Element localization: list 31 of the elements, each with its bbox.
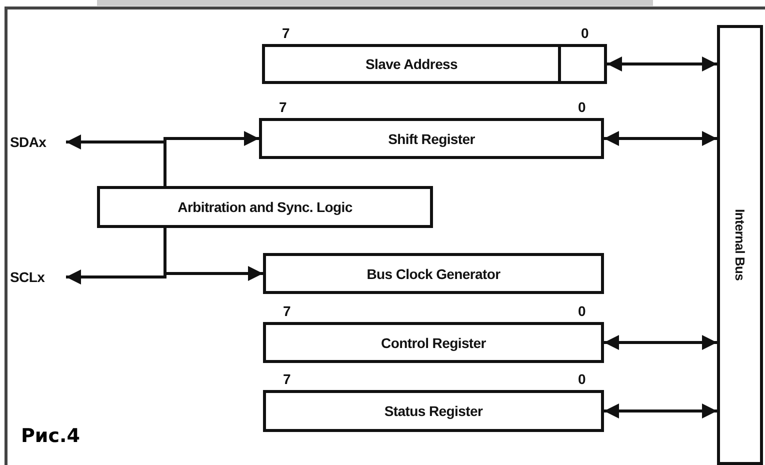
register-box [262, 44, 607, 84]
box-title: Arbitration and Sync. Logic [178, 199, 352, 215]
figure-caption: Рис.4 [21, 425, 80, 447]
register-box [263, 253, 604, 294]
bus-bar [717, 25, 763, 465]
bit-number: 0 [581, 25, 589, 41]
box-title: Status Register [384, 403, 483, 419]
box-title: Slave Address [365, 56, 458, 72]
connector-arrow [604, 131, 717, 146]
register-box [263, 322, 604, 363]
box-title: Internal Bus [732, 209, 748, 281]
register-box [263, 390, 604, 432]
box-title: Bus Clock Generator [366, 266, 500, 282]
signal-name: SCLx [10, 269, 45, 285]
bit-number: 7 [279, 99, 287, 115]
bit-number: 0 [578, 303, 586, 319]
box-title: Shift Register [388, 130, 475, 146]
register-box [97, 186, 433, 228]
connector-arrow [164, 228, 263, 281]
connector-arrow [164, 131, 259, 186]
connector-arrow [607, 56, 717, 72]
bit-number: 7 [283, 371, 291, 387]
connector-arrow [604, 404, 717, 418]
signal-name: SDAx [10, 134, 46, 150]
register-box [259, 118, 604, 159]
bit-number: 0 [578, 99, 586, 115]
box-title: Control Register [381, 334, 486, 350]
bit-number: 7 [282, 25, 290, 41]
connector-arrow [604, 335, 717, 350]
bit-number: 7 [283, 303, 291, 319]
bit-number: 0 [578, 371, 586, 387]
